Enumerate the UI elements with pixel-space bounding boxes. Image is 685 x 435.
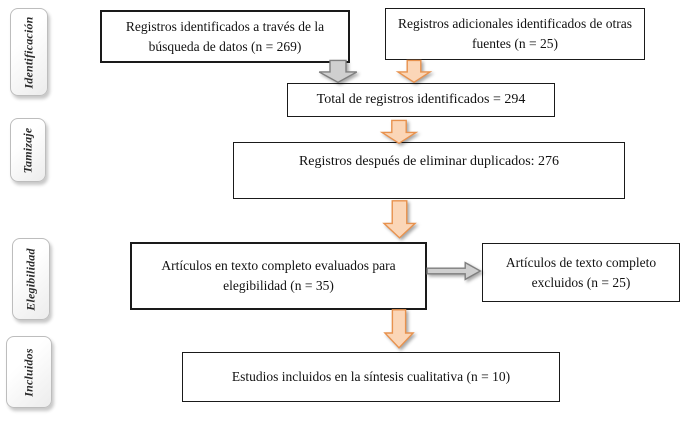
box-fulltext-assessed: Artículos en texto completo evaluados pa… [130,242,427,310]
stage-label-identificacion: Identificación [10,8,48,96]
box-additional-records: Registros adicionales identificados de o… [385,8,645,60]
box-after-duplicates: Registros después de eliminar duplicados… [233,142,625,199]
stage-label-text: Incluidos [21,347,36,397]
arrow-down-additional-to-total-icon [397,60,431,83]
stage-label-tamizaje: Tamizaje [10,118,46,182]
arrow-down-assessed-to-included-icon [384,309,414,349]
stage-label-text: Identificación [21,15,36,89]
box-total-records: Total de registros identificados = 294 [287,83,555,117]
stage-label-elegibilidad: Elegibilidad [12,238,50,320]
stage-label-text: Elegibilidad [23,247,38,311]
arrow-down-total-to-duplicates-icon [381,120,417,144]
box-records-identified: Registros identificados a través de la b… [100,10,350,63]
arrow-down-duplicates-to-assessed-icon [383,200,416,239]
box-fulltext-excluded: Artículos de texto completo excluidos (n… [482,243,680,302]
arrow-right-assessed-to-excluded-icon [426,261,482,281]
arrow-down-identified-to-total-icon [318,60,358,83]
stage-label-text: Tamizaje [20,127,35,173]
stage-label-incluidos: Incluidos [6,336,52,408]
box-studies-included: Estudios incluidos en la síntesis cualit… [182,352,560,402]
